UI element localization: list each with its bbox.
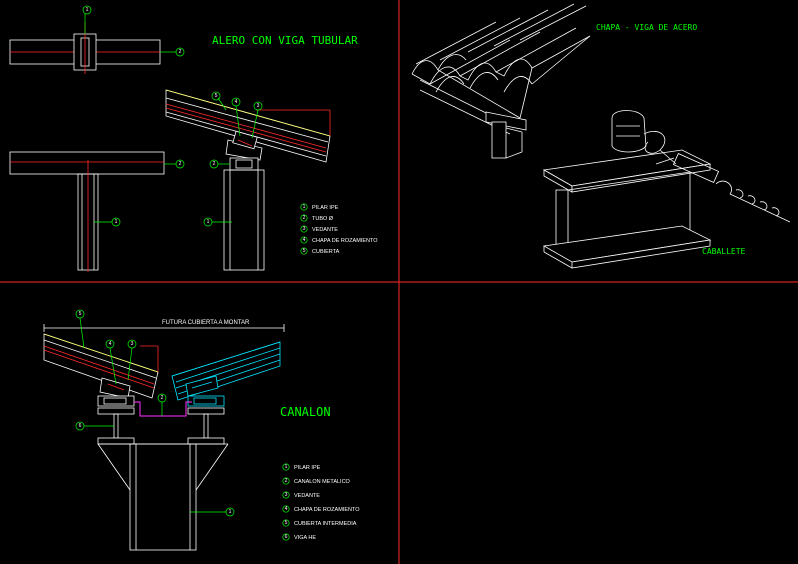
callout-can-6: 6	[79, 423, 82, 429]
callout-seat-2: 2	[213, 161, 216, 167]
panel-alero: 1 2 ALERO CON VIGA TUBULAR 2 1	[9, 5, 378, 272]
callout-mid-column: 1	[115, 219, 118, 225]
legend-item: CHAPA DE ROZAMIENTO	[294, 507, 360, 513]
svg-text:5: 5	[303, 248, 306, 254]
column-brackets	[97, 443, 229, 551]
legend-item: TUBO Ø	[312, 216, 334, 222]
svg-text:5: 5	[285, 520, 288, 526]
callout-can-1: 1	[229, 509, 232, 515]
callout-top-column: 1	[86, 7, 89, 13]
corrugated-sheet	[411, 3, 591, 135]
eave-section	[165, 89, 331, 271]
alero-title: ALERO CON VIGA TUBULAR	[212, 34, 358, 47]
legend-item: CUBIERTA INTERMEDIA	[294, 521, 357, 527]
canalon-title: CANALON	[280, 405, 331, 419]
svg-text:2: 2	[285, 478, 288, 484]
callout-mid-beam: 2	[179, 161, 182, 167]
callout-roof-3: 3	[257, 103, 260, 109]
svg-text:2: 2	[303, 215, 306, 221]
canalon-note: FUTURA CUBIERTA A MONTAR	[162, 320, 250, 326]
gutter	[134, 401, 192, 417]
sheet-beam	[485, 111, 527, 159]
legend-item: VIGA HE	[294, 535, 316, 541]
column-beam-detail	[9, 151, 165, 272]
legend-item: VEDANTE	[294, 493, 320, 499]
panel-chapa: CHAPA - VIGA DE ACERO	[411, 3, 791, 269]
callout-can-2: 2	[161, 395, 164, 401]
steel-i-beam	[542, 149, 712, 269]
he-beams	[97, 407, 225, 445]
svg-text:1: 1	[285, 464, 288, 470]
alero-legend: 1 PILAR IPE 2 TUBO Ø 3 VEDANTE 4 CHAPA D…	[300, 203, 378, 255]
legend-item: PILAR IPE	[312, 205, 339, 211]
panel-canalon: FUTURA CUBIERTA A MONTAR	[43, 309, 360, 551]
legend-item: CHAPA DE ROZAMIENTO	[312, 238, 378, 244]
svg-text:3: 3	[285, 492, 288, 498]
svg-text:4: 4	[285, 506, 288, 512]
callout-can-5: 5	[79, 311, 82, 317]
right-roof	[171, 341, 281, 407]
hook-fixing	[611, 110, 791, 223]
left-roof	[43, 333, 159, 407]
legend-item: PILAR IPE	[294, 465, 321, 471]
svg-text:6: 6	[285, 534, 288, 540]
callout-roof-5: 5	[215, 93, 218, 99]
svg-text:4: 4	[303, 237, 306, 243]
callout-can-3: 3	[131, 341, 134, 347]
caballete-caption: CABALLETE	[702, 247, 746, 256]
callout-roof-4: 4	[235, 99, 238, 105]
svg-text:3: 3	[303, 226, 306, 232]
callout-can-4: 4	[109, 341, 112, 347]
canalon-legend: 1 PILAR IPE 2 CANALON METALICO 3 VEDANTE…	[282, 463, 360, 541]
svg-text:1: 1	[303, 204, 306, 210]
callout-top-beam: 2	[179, 49, 182, 55]
legend-item: CUBIERTA	[312, 249, 340, 255]
chapa-title: CHAPA - VIGA DE ACERO	[596, 23, 697, 32]
callout-post-1: 1	[207, 219, 210, 225]
legend-item: CANALON METALICO	[294, 479, 351, 485]
legend-item: VEDANTE	[312, 227, 338, 233]
